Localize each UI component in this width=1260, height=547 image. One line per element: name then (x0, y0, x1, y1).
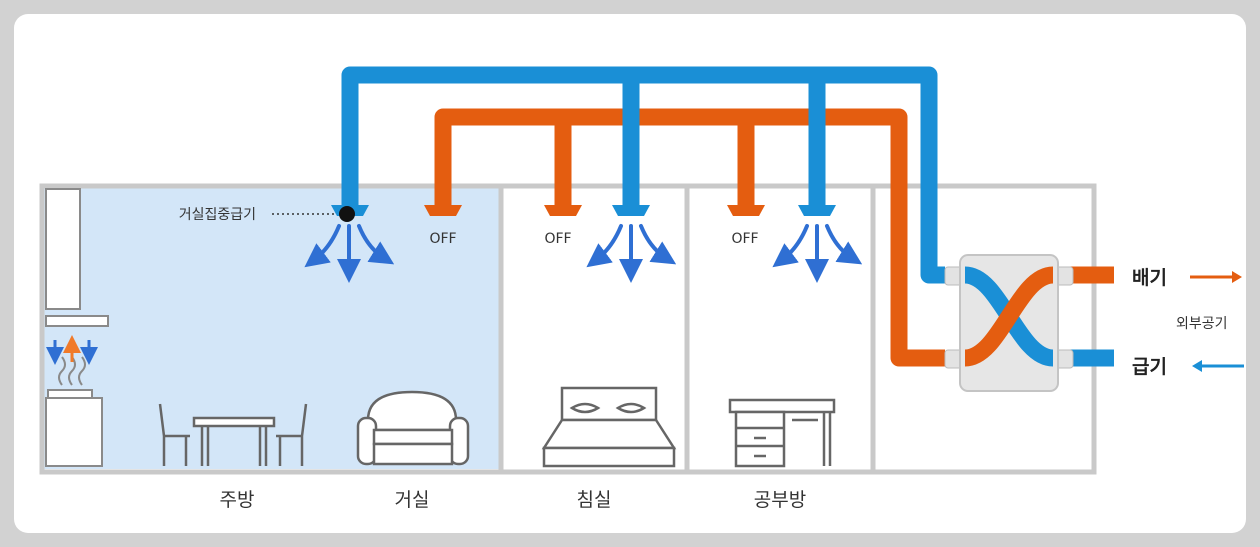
central-supply-label: 거실집중급기 (179, 207, 256, 223)
supply-label: 급기 (1132, 356, 1167, 378)
exhaust-label: 배기 (1132, 267, 1167, 289)
exhaust-vents (424, 205, 765, 216)
exhaust-ducts (434, 108, 1114, 367)
central-supply-dot (339, 206, 355, 222)
off-label-bedroom: OFF (544, 231, 571, 247)
room-label-kitchen: 주방 (220, 489, 255, 511)
room-label-study: 공부방 (754, 489, 806, 511)
dining-table-icon (158, 403, 308, 466)
room-label-living: 거실 (395, 489, 430, 511)
room-label-bedroom: 침실 (577, 489, 612, 511)
airflow-arrows (304, 224, 863, 283)
kitchen-hood-icon (45, 188, 109, 467)
heat-exchanger (944, 254, 1074, 392)
desk-icon (728, 398, 836, 468)
off-label-study: OFF (731, 231, 758, 247)
supply-ducts (341, 66, 1114, 367)
bed-icon (541, 386, 677, 468)
sofa-icon (356, 390, 470, 466)
outdoor-air-label: 외부공기 (1176, 316, 1228, 332)
off-label-living: OFF (429, 231, 456, 247)
kitchen-airflow-arrows (46, 335, 98, 365)
